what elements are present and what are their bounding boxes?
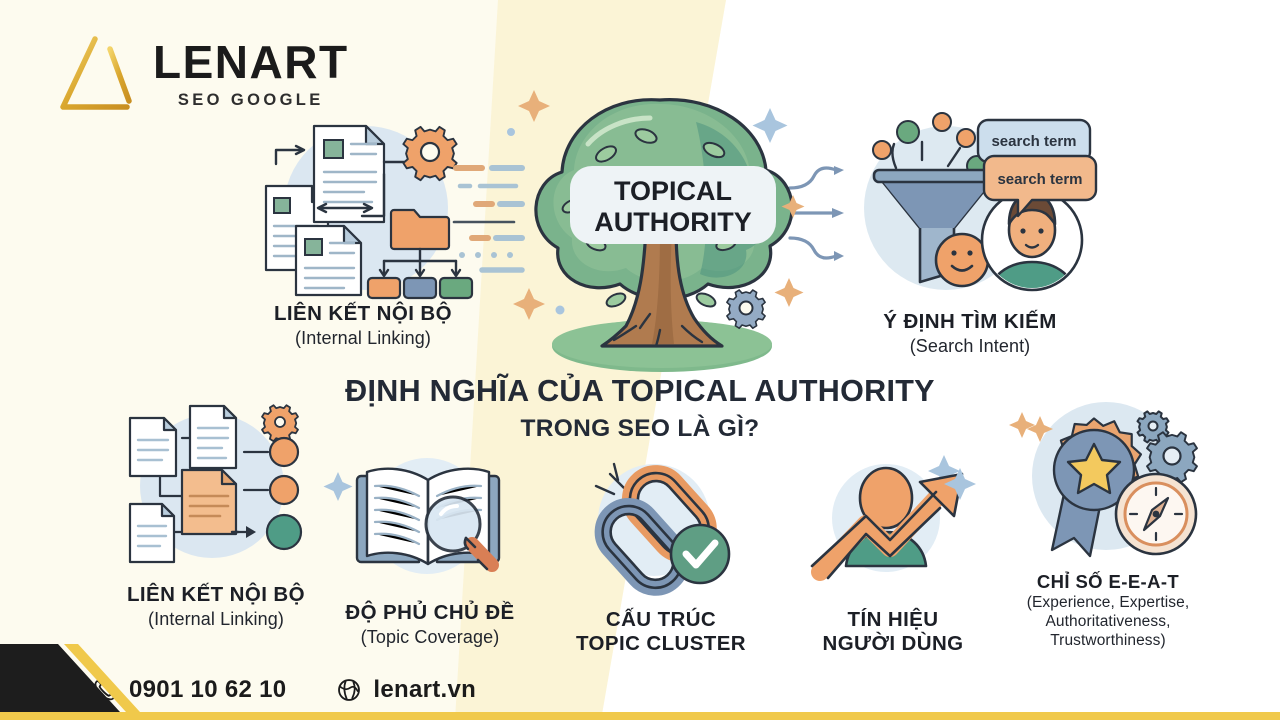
node-user-signals: TÍN HIỆU NGƯỜI DÙNG (800, 460, 986, 656)
caption-internal-linking: LIÊN KẾT NỘI BỘ (Internal Linking) (127, 583, 305, 630)
node-subtitle: (Internal Linking) (295, 327, 431, 348)
bubble-text-1: search term (991, 133, 1076, 150)
decor-lines-left (452, 160, 525, 275)
caption-search-intent: Ý ĐỊNH TÌM KIẾM (Search Intent) (883, 310, 1056, 357)
funnel-user-icon: search term search term (850, 104, 1098, 300)
caption-topic-coverage: ĐỘ PHỦ CHỦ ĐỀ (Topic Coverage) (345, 601, 514, 648)
document-link-diagram-icon (248, 108, 478, 300)
award-badge-compass-icon (1008, 398, 1208, 563)
brand-name: LENART (153, 36, 349, 89)
node-title: CẤU TRÚC TOPIC CLUSTER (576, 608, 746, 655)
tree-label-line1: TOPICAL (614, 176, 732, 206)
caption-eeat: CHỈ SỐ E-E-A-T (Experience, Expertise, A… (1027, 571, 1190, 651)
person-growth-arrow-icon (808, 460, 978, 590)
open-book-magnifier-icon (345, 452, 515, 587)
bubble-text-2: search term (997, 171, 1082, 188)
main-title: ĐỊNH NGHĨA CỦA TOPICAL AUTHORITY TRONG S… (0, 374, 1280, 443)
footer-website-url: lenart.vn (373, 676, 477, 703)
document-network-icon (120, 400, 312, 575)
footer-contact: 0901 10 62 10 lenart.vn (92, 676, 476, 704)
node-topic-coverage: ĐỘ PHỦ CHỦ ĐỀ (Topic Coverage) (330, 452, 530, 648)
node-topic-cluster: CẤU TRÚC TOPIC CLUSTER (566, 460, 756, 656)
node-title: LIÊN KẾT NỘI BỘ (127, 583, 305, 606)
decor-arrows-right (788, 166, 850, 261)
node-title: CHỈ SỐ E-E-A-T (1036, 571, 1180, 592)
node-subtitle: (Search Intent) (909, 335, 1031, 356)
node-subtitle: (Experience, Expertise, Authoritativenes… (1026, 594, 1190, 650)
node-search-intent: search term search term Ý ĐỊNH TÌM KIẾM … (840, 104, 1100, 357)
caption-user-signals: TÍN HIỆU NGƯỜI DÙNG (823, 608, 964, 656)
main-title-line1: ĐỊNH NGHĨA CỦA TOPICAL AUTHORITY (345, 374, 935, 408)
footer-phone-number: 0901 10 62 10 (129, 676, 287, 703)
tree-icon: TOPICAL AUTHORITY (510, 78, 810, 372)
node-title: LIÊN KẾT NỘI BỘ (274, 302, 452, 325)
node-title: Ý ĐỊNH TÌM KIẾM (883, 310, 1057, 333)
node-internal-linking-top: LIÊN KẾT NỘI BỘ (Internal Linking) (232, 108, 494, 349)
node-subtitle: (Internal Linking) (148, 608, 284, 629)
chain-link-check-icon (576, 460, 746, 596)
brand-tagline: SEO GOOGLE (177, 91, 324, 110)
bottom-gold-bar (0, 712, 1280, 720)
tree-label-line2: AUTHORITY (594, 207, 752, 237)
node-title: TÍN HIỆU NGƯỜI DÙNG (822, 608, 964, 655)
footer-phone[interactable]: 0901 10 62 10 (92, 676, 286, 704)
footer-website[interactable]: lenart.vn (336, 676, 476, 704)
brand-logo: LENART SEO GOOGLE (55, 33, 349, 115)
caption-internal-linking-top: LIÊN KẾT NỘI BỘ (Internal Linking) (274, 302, 452, 349)
node-title: ĐỘ PHỦ CHỦ ĐỀ (345, 601, 515, 624)
caption-topic-cluster: CẤU TRÚC TOPIC CLUSTER (576, 608, 746, 656)
main-title-line2: TRONG SEO LÀ GÌ? (520, 415, 760, 442)
node-eeat: CHỈ SỐ E-E-A-T (Experience, Expertise, A… (990, 398, 1226, 651)
lenart-triangle-a-logo-icon (55, 33, 137, 115)
phone-icon (92, 677, 118, 703)
globe-icon (336, 677, 362, 703)
node-internal-linking: LIÊN KẾT NỘI BỘ (Internal Linking) (96, 400, 336, 630)
node-subtitle: (Topic Coverage) (360, 626, 500, 647)
